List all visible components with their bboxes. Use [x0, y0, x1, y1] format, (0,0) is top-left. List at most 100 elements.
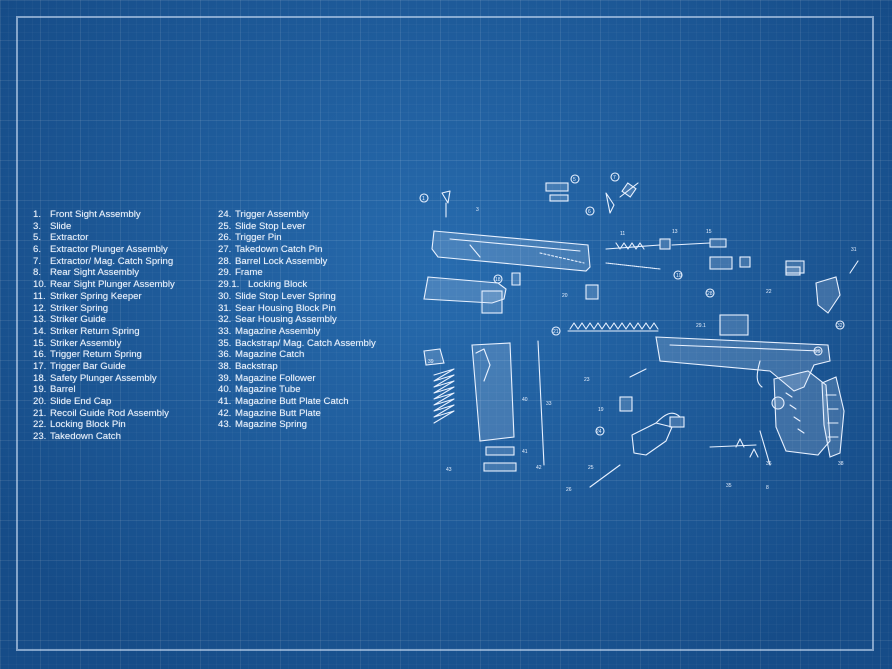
callout-39: 39: [428, 359, 434, 365]
legend-item: 24.Trigger Assembly: [218, 209, 376, 221]
legend-item-number: 7.: [33, 255, 42, 267]
legend-item: 31.Sear Housing Block Pin: [218, 303, 376, 315]
callout-24: 24: [596, 429, 602, 435]
legend-item-number: 16.: [33, 349, 47, 361]
callout-18: 18: [495, 277, 501, 283]
legend-item-label: Barrel Lock Assembly: [235, 255, 328, 267]
legend-item-number: 43.: [218, 419, 232, 431]
legend-item-label: Trigger Pin: [235, 232, 282, 244]
legend-item-number: 42.: [218, 407, 232, 419]
legend-item-label: Striker Spring Keeper: [50, 290, 142, 302]
legend-item-label: Slide Stop Lever: [235, 220, 306, 232]
legend-item-number: 5.: [33, 232, 42, 244]
legend-item: 19.Barrel: [33, 384, 175, 396]
legend-item: 25.Slide Stop Lever: [218, 221, 376, 233]
legend-item-label: Slide End Cap: [50, 396, 112, 407]
magazine-catch-part: [821, 376, 845, 458]
legend-item-label: Backstrap/ Mag. Catch Assembly: [235, 337, 376, 349]
legend-item-label: Frame: [235, 267, 263, 279]
legend-item: 15.Striker Assembly: [33, 338, 175, 350]
legend-item-number: 31.: [218, 302, 232, 314]
legend-item-label: Striker Guide: [50, 314, 106, 326]
legend-item-number: 15.: [33, 337, 47, 349]
callout-29: 29: [815, 349, 821, 355]
legend-item-label: Slide: [50, 220, 72, 232]
magazine-follower-part: [423, 348, 445, 366]
legend-item-label: Rear Sight Assembly: [50, 267, 140, 279]
legend-item: 41.Magazine Butt Plate Catch: [218, 396, 376, 408]
callout-31: 31: [851, 247, 857, 253]
legend-item: 1.Front Sight Assembly: [33, 209, 175, 221]
legend-item: 33.Magazine Assembly: [218, 326, 376, 338]
callout-7: 7: [613, 175, 616, 181]
legend-item-label: Extractor/ Mag. Catch Spring: [50, 255, 174, 267]
legend-item: 16.Trigger Return Spring: [33, 349, 175, 361]
legend-item-label: Backstrap: [235, 360, 278, 372]
legend-item: 40.Magazine Tube: [218, 384, 376, 396]
legend-item: 11.Striker Spring Keeper: [33, 291, 175, 303]
backstrap-part: [771, 370, 831, 456]
legend-item: 29.1.Locking Block: [218, 279, 376, 291]
legend-item: 6.Extractor Plunger Assembly: [33, 244, 175, 256]
callout-15: 15: [706, 229, 712, 235]
magazine-spring-part: [433, 368, 455, 424]
legend-item: 12.Striker Spring: [33, 303, 175, 315]
legend-item-number: 23.: [33, 431, 47, 443]
legend-item: 21.Recoil Guide Rod Assembly: [33, 408, 175, 420]
legend-item-number: 41.: [218, 396, 232, 407]
legend-item-label: Trigger Return Spring: [50, 349, 142, 361]
legend-item: 39.Magazine Follower: [218, 373, 376, 385]
legend-item-number: 33.: [218, 325, 232, 337]
legend-item: 43.Magazine Spring: [218, 419, 376, 431]
callout-35: 35: [726, 483, 732, 489]
callout-3: 3: [476, 207, 479, 213]
legend-item-label: Extractor: [50, 232, 89, 244]
legend-item-number: 13.: [33, 314, 47, 326]
legend-item-number: 27.: [218, 244, 232, 256]
slide-part: [431, 230, 591, 272]
callout-19: 19: [598, 407, 604, 413]
legend-item: 17.Trigger Bar Guide: [33, 361, 175, 373]
legend-item-label: Safety Plunger Assembly: [50, 372, 157, 384]
legend-item: 35.Backstrap/ Mag. Catch Assembly: [218, 338, 376, 350]
callout-29-1: 29.1: [696, 323, 706, 329]
legend-item-label: Magazine Butt Plate: [235, 407, 321, 419]
legend-item-number: 19.: [33, 384, 47, 396]
callout-40: 40: [522, 397, 528, 403]
exploded-view-diagram: 1 3 5 7 6 11 13 15 10 18 20 21 28 29.1 2…: [410, 165, 875, 505]
legend-item-number: 40.: [218, 384, 232, 396]
callout-42: 42: [536, 465, 542, 471]
legend-item: 13.Striker Guide: [33, 314, 175, 326]
legend-item-number: 29.: [218, 267, 232, 279]
legend-item-label: Slide Stop Lever Spring: [235, 290, 336, 302]
legend-item-label: Takedown Catch: [50, 431, 121, 443]
extractor-parts: [545, 182, 639, 214]
legend-item-number: 1.: [33, 209, 42, 220]
legend-item-number: 12.: [33, 302, 47, 314]
legend-item: 18.Safety Plunger Assembly: [33, 373, 175, 385]
legend-item-number: 36.: [218, 349, 232, 361]
locking-block-part: [511, 272, 599, 300]
legend-item-label: Barrel: [50, 384, 76, 396]
callout-32: 32: [837, 323, 843, 329]
callout-25: 25: [588, 465, 594, 471]
part-callouts: 1 3 5 7 6 11 13 15 10 18 20 21 28 29.1 2…: [419, 172, 857, 493]
legend-item-label: Magazine Butt Plate Catch: [235, 396, 349, 407]
callout-10: 10: [676, 273, 682, 279]
blueprint-border: [16, 16, 874, 651]
legend-item: 27.Takedown Catch Pin: [218, 244, 376, 256]
legend-item: 20.Slide End Cap: [33, 396, 175, 408]
legend-item-label: Striker Return Spring: [50, 325, 140, 337]
sear-housing-part: [785, 260, 859, 314]
legend-item-label: Rear Sight Plunger Assembly: [50, 279, 175, 291]
legend-item-number: 39.: [218, 372, 232, 384]
legend-item-label: Magazine Catch: [235, 349, 305, 361]
legend-item-number: 3.: [33, 220, 42, 232]
legend-item: 14.Striker Return Spring: [33, 326, 175, 338]
callout-38: 38: [838, 461, 844, 467]
barrel-part: [423, 276, 507, 314]
callout-20: 20: [562, 293, 568, 299]
legend-item-number: 29.1.: [218, 279, 240, 291]
legend-item-label: Locking Block Pin: [50, 419, 126, 431]
